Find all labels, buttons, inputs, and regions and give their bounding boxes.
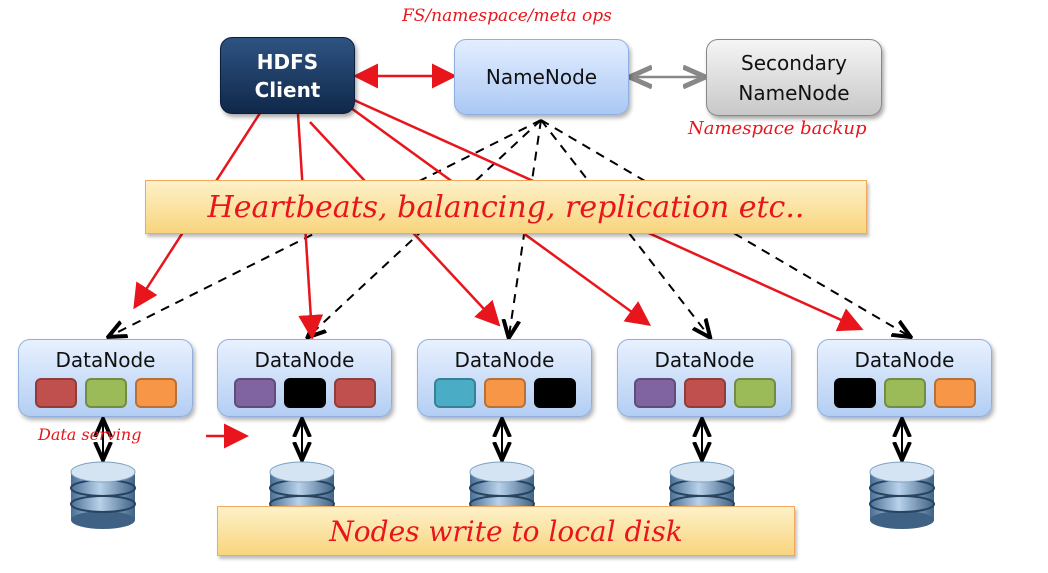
meta-ops-annotation: FS/namespace/meta ops (402, 6, 612, 26)
heartbeat-line (309, 119, 542, 336)
datanode-label: DataNode (55, 348, 156, 372)
datanode-4: DataNode (617, 339, 792, 417)
block-purple (633, 378, 676, 408)
datanode-5: DataNode (817, 339, 992, 417)
block-brick (34, 378, 77, 408)
hdfs-client-node: HDFS Client (220, 37, 355, 114)
datanode-label: DataNode (254, 348, 355, 372)
local-disk-banner: Nodes write to local disk (217, 506, 795, 556)
client-label-line2: Client (254, 77, 321, 102)
data-serving-annotation: Data serving (38, 425, 142, 444)
block-brick (333, 378, 376, 408)
secondary-label-line1: Secondary (741, 50, 847, 75)
block-brick (683, 378, 726, 408)
heartbeat-line (509, 119, 542, 336)
namenode-label: NameNode (485, 65, 598, 89)
datanode-label: DataNode (854, 348, 955, 372)
watermark (690, 558, 1030, 573)
block-green (883, 378, 926, 408)
block-teal (433, 378, 476, 408)
disk-icon (869, 461, 935, 529)
datanode-label: DataNode (454, 348, 555, 372)
heartbeats-banner: Heartbeats, balancing, replication etc.. (145, 180, 867, 234)
block-orange (134, 378, 177, 408)
namenode-node: NameNode (454, 39, 629, 115)
block-orange (933, 378, 976, 408)
disk-icon (70, 461, 136, 529)
block-orange (483, 378, 526, 408)
secondary-label-line2: NameNode (738, 80, 850, 105)
datanode-2: DataNode (217, 339, 392, 417)
client-label-line1: HDFS (256, 49, 319, 74)
block-black (283, 378, 326, 408)
datanode-label: DataNode (654, 348, 755, 372)
block-black (533, 378, 576, 408)
disk-links (103, 421, 902, 458)
block-purple (233, 378, 276, 408)
block-green (733, 378, 776, 408)
block-green (84, 378, 127, 408)
datanode-1: DataNode (18, 339, 193, 417)
namespace-backup-annotation: Namespace backup (688, 118, 867, 139)
block-black (833, 378, 876, 408)
datanode-3: DataNode (417, 339, 592, 417)
